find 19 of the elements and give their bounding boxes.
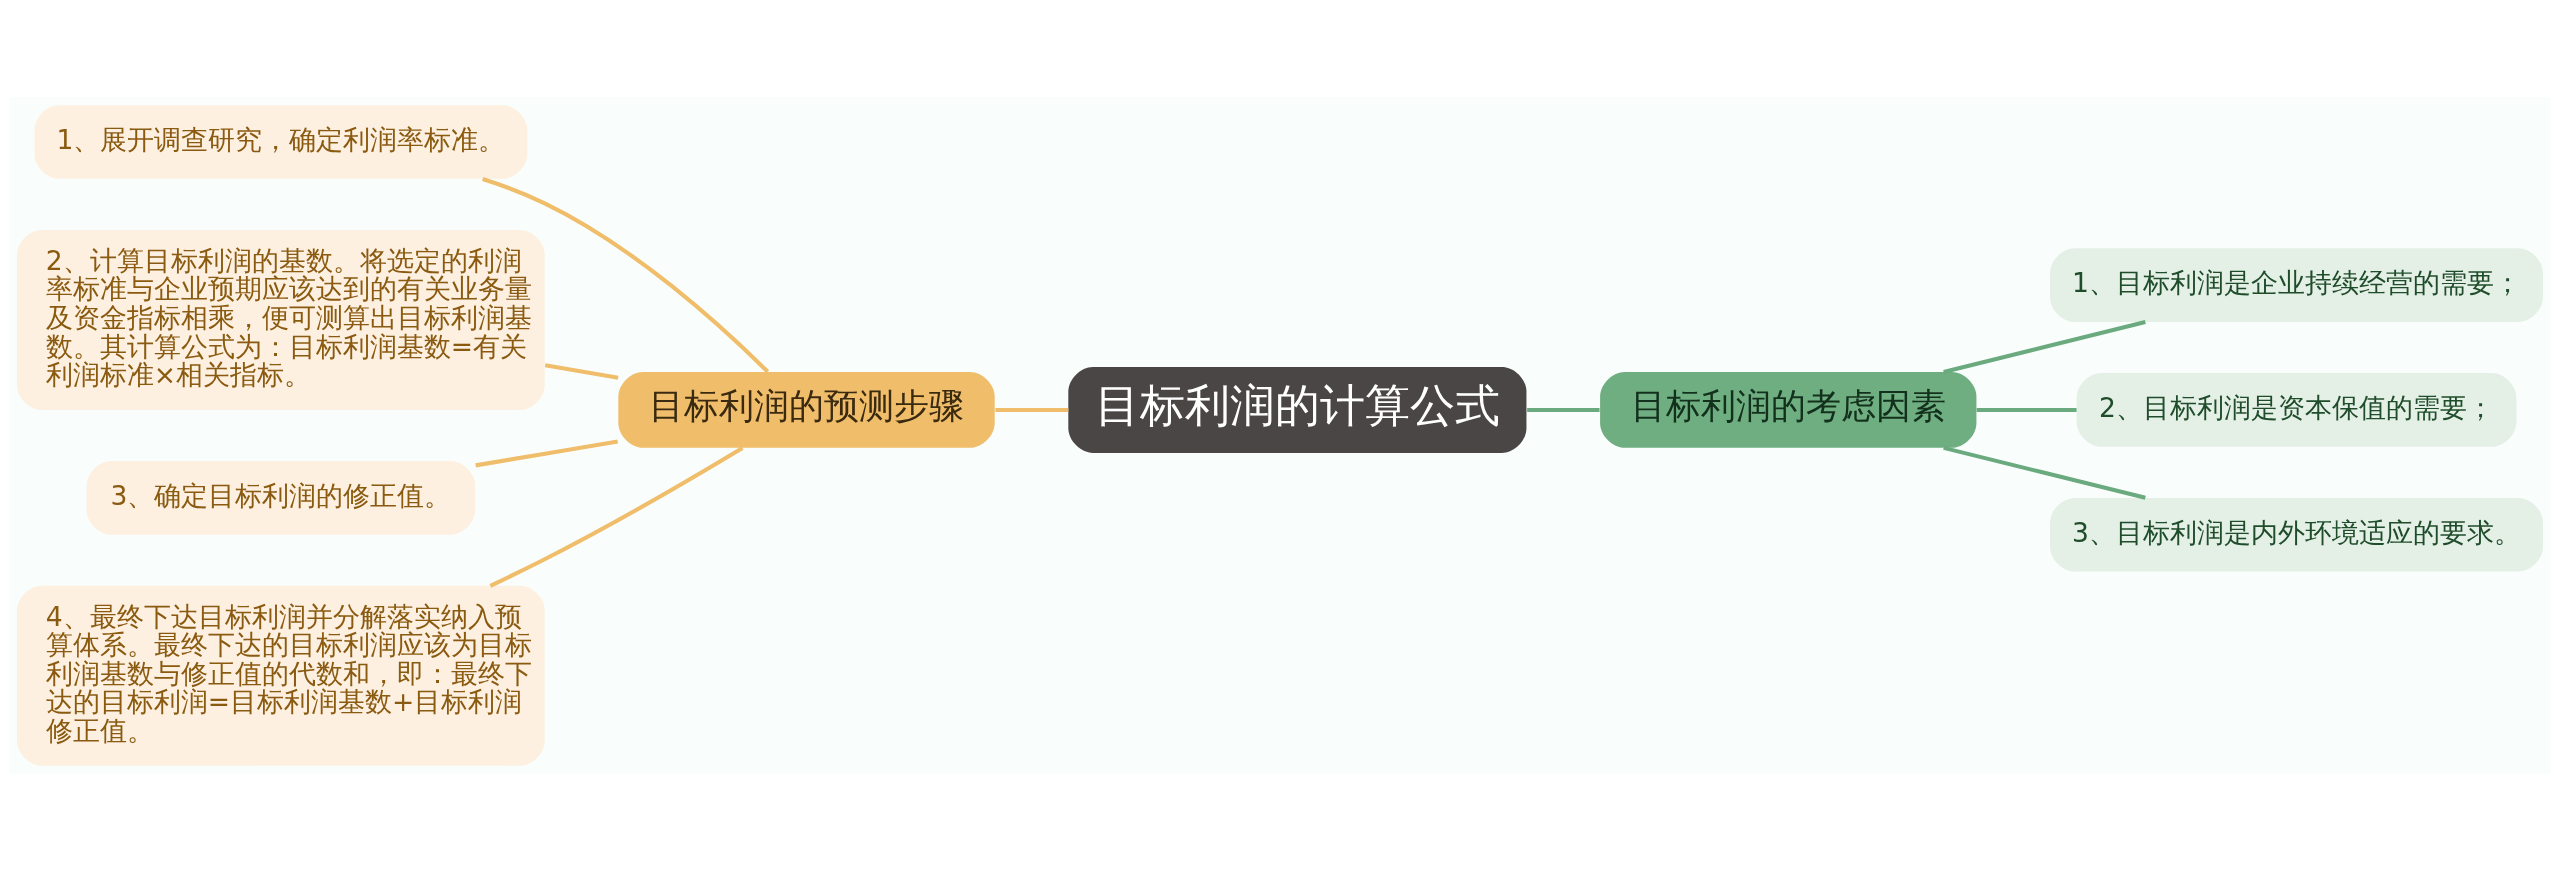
node-box: 2、目标利润是资本保值的需要； [2076, 373, 2517, 447]
connector [1527, 407, 1600, 412]
connector [1943, 320, 2146, 374]
node-box: 3、目标利润是内外环境适应的要求。 [2050, 497, 2543, 572]
connector [1976, 407, 2077, 412]
connector [544, 363, 619, 380]
node-box: 目标利润的考虑因素 [1600, 372, 1977, 448]
node-box: 4、最终下达目标利润并分解落实纳入预算体系。最终下达的目标利润应该为目标利润基数与修正值的代数和，即：最终下达的目标利润=目标利润基数+目标利润修正值。 [17, 585, 545, 766]
node-box: 目标利润的计算公式 [1068, 367, 1527, 453]
connector [475, 439, 619, 468]
connector [995, 407, 1069, 412]
connector [1943, 445, 2146, 500]
node-box: 3、确定目标利润的修正值。 [86, 461, 476, 535]
connector [489, 446, 744, 588]
node-box: 目标利润的预测步骤 [618, 372, 995, 448]
node-box: 1、展开调查研究，确定利润率标准。 [34, 105, 528, 179]
node-box: 1、目标利润是企业持续经营的需要； [2050, 248, 2543, 322]
connector [482, 177, 770, 374]
node-box: 2、计算目标利润的基数。将选定的利润率标准与企业预期应该达到的有关业务量及资金指标相乘，便可测算出目标利润基数。其计算公式为：目标利润基数=有关利润标准×相关指标。 [17, 229, 545, 410]
